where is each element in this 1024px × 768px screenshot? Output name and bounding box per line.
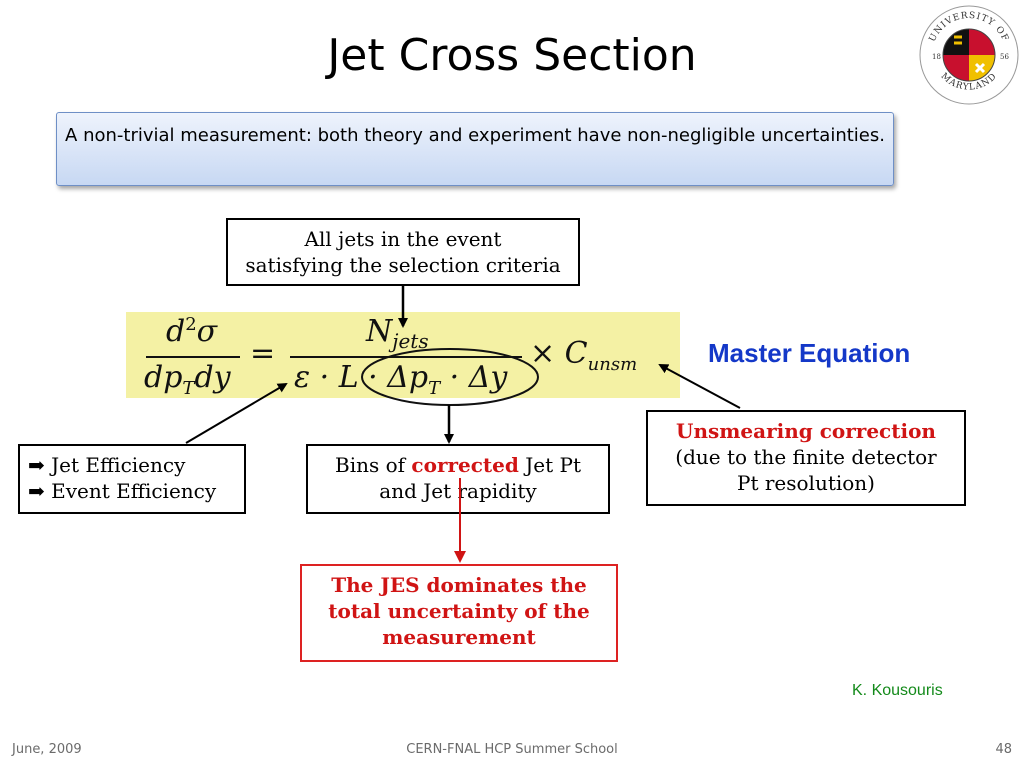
arrow-right-icon: ➡ [28, 479, 45, 503]
unsmearing-box: Unsmearing correction (due to the finite… [646, 410, 966, 506]
eq-equals: = [250, 336, 276, 371]
eq-rhs-fraction-bar [290, 356, 522, 358]
svg-text:18: 18 [932, 53, 941, 61]
efficiency-item-event: ➡ Event Efficiency [28, 478, 244, 504]
eq-lhs-fraction-bar [146, 356, 240, 358]
selection-line2: satisfying the selection criteria [245, 253, 561, 277]
unsmearing-line3: Pt resolution) [737, 471, 875, 495]
arrow-unsmearing-to-correction [658, 364, 741, 409]
efficiency-jet-label: Jet Efficiency [51, 453, 186, 477]
author-credit: K. Kousouris [852, 682, 943, 699]
bins-highlight: corrected [411, 453, 519, 477]
bins-line2: and Jet rapidity [379, 479, 537, 503]
eq-lhs-numerator: d2σ [166, 314, 218, 349]
selection-box: All jets in the event satisfying the sel… [226, 218, 580, 286]
bins-box: Bins of corrected Jet Pt and Jet rapidit… [306, 444, 610, 514]
unsmearing-title: Unsmearing correction [676, 419, 936, 443]
jes-box: The JES dominates the total uncertainty … [300, 564, 618, 662]
footer-page-number: 48 [995, 742, 1012, 757]
slide-title: Jet Cross Section [327, 30, 697, 81]
selection-line1: All jets in the event [304, 227, 502, 251]
efficiency-event-label: Event Efficiency [51, 479, 217, 503]
eq-lhs-denominator: dpTdy [144, 360, 231, 399]
callout-text: A non-trivial measurement: both theory a… [65, 125, 885, 146]
svg-text:56: 56 [1000, 53, 1009, 61]
efficiency-item-jet: ➡ Jet Efficiency [28, 452, 244, 478]
bins-suffix: Jet Pt [525, 453, 581, 477]
master-equation-label: Master Equation [708, 338, 911, 368]
footer-date: June, 2009 [12, 742, 82, 757]
arrow-efficiency-to-epsilon [185, 382, 288, 444]
jes-line1: The JES dominates the [331, 573, 587, 597]
bins-prefix: Bins of [335, 453, 406, 477]
university-seal-logo: UNIVERSITY OF MARYLAND 18 56 [919, 5, 1019, 105]
jes-line2: total uncertainty of the [328, 599, 590, 623]
efficiency-box: ➡ Jet Efficiency ➡ Event Efficiency [18, 444, 246, 514]
denominator-ellipse [361, 348, 539, 406]
jes-line3: measurement [382, 625, 536, 649]
arrow-right-icon: ➡ [28, 453, 45, 477]
callout-box: A non-trivial measurement: both theory a… [56, 112, 894, 186]
footer-event: CERN-FNAL HCP Summer School [406, 742, 618, 757]
unsmearing-line2: (due to the finite detector [675, 445, 937, 469]
eq-times-correction: × Cunsm [530, 336, 638, 375]
eq-rhs-denominator: ε · L · ΔpT · Δy [294, 360, 508, 399]
bins-line1: Bins of corrected Jet Pt [308, 452, 608, 478]
eq-rhs-numerator: Njets [366, 314, 429, 353]
